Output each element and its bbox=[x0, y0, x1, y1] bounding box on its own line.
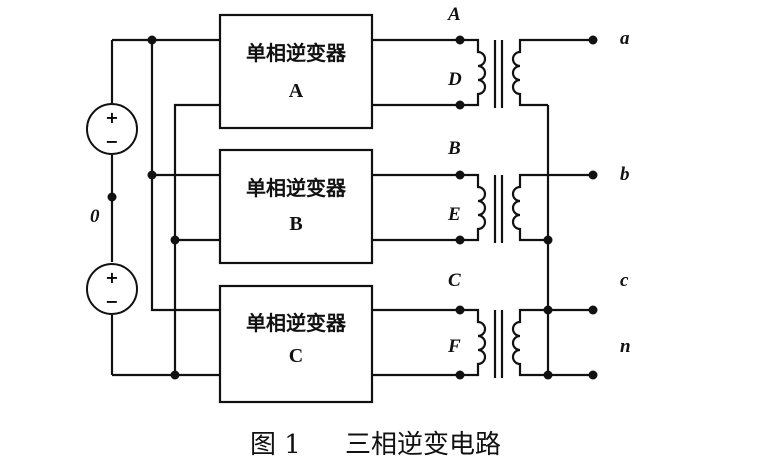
junction-dot bbox=[170, 235, 180, 245]
output-terminal-dot bbox=[588, 305, 598, 315]
terminal-dot bbox=[455, 305, 465, 315]
terminal-label-a-upper: A bbox=[447, 4, 461, 25]
inverter-block-b: 单相逆变器 B bbox=[218, 148, 374, 265]
inverter-block-title: 单相逆变器 bbox=[246, 41, 347, 65]
terminal-dot bbox=[455, 35, 465, 45]
output-label-a: a bbox=[620, 28, 630, 49]
source-plus-sign: + bbox=[105, 108, 118, 127]
terminal-dot bbox=[455, 170, 465, 180]
junction-dot bbox=[543, 235, 553, 245]
output-terminal-dot bbox=[588, 35, 598, 45]
terminal-label-b-upper: B bbox=[447, 138, 461, 159]
terminal-dot bbox=[455, 100, 465, 110]
secondary-winding bbox=[511, 308, 548, 377]
inverter-block-c: 单相逆变器 C bbox=[218, 284, 374, 404]
secondary-winding bbox=[511, 173, 548, 242]
output-terminal-dot bbox=[588, 170, 598, 180]
junction-dot bbox=[543, 370, 553, 380]
inverter-block-id: B bbox=[289, 213, 302, 235]
inverter-block-a: 单相逆变器 A bbox=[218, 13, 374, 130]
figure-title: 三相逆变电路 bbox=[345, 430, 501, 460]
source-minus-sign: − bbox=[105, 292, 118, 311]
figure-number: 图 1 bbox=[250, 430, 301, 460]
junction-dot bbox=[147, 170, 157, 180]
terminal-dot bbox=[455, 235, 465, 245]
junction-dot bbox=[107, 192, 117, 202]
inverter-block-id: A bbox=[289, 80, 304, 102]
output-label-c: c bbox=[620, 270, 629, 291]
primary-winding bbox=[460, 38, 487, 107]
inverter-block-title: 单相逆变器 bbox=[246, 176, 347, 200]
source-minus-sign: − bbox=[105, 132, 118, 151]
primary-leads bbox=[372, 38, 460, 377]
dc-source-upper: + − bbox=[86, 103, 138, 155]
junction-dot bbox=[543, 305, 553, 315]
transformer-2 bbox=[460, 173, 548, 243]
primary-winding bbox=[460, 308, 487, 377]
inverter-block-title: 单相逆变器 bbox=[246, 311, 347, 335]
transformer-3 bbox=[460, 308, 548, 378]
junction-dot bbox=[170, 370, 180, 380]
secondary-wiring bbox=[546, 38, 593, 377]
terminal-label-d: D bbox=[447, 69, 462, 90]
terminal-label-c-upper: C bbox=[448, 270, 461, 291]
neutral-point-label: 0 bbox=[90, 206, 100, 227]
output-label-b: b bbox=[620, 164, 630, 185]
terminal-dot bbox=[455, 370, 465, 380]
primary-winding bbox=[460, 173, 487, 242]
transformer-1 bbox=[460, 38, 548, 108]
output-terminal-dot bbox=[588, 370, 598, 380]
secondary-winding bbox=[511, 38, 548, 107]
figure-caption: 图 1 三相逆变电路 bbox=[250, 430, 501, 460]
dc-source-wiring bbox=[110, 38, 220, 377]
junction-dot bbox=[147, 35, 157, 45]
terminal-label-f: F bbox=[447, 336, 461, 357]
output-label-n: n bbox=[620, 336, 631, 357]
source-plus-sign: + bbox=[105, 268, 118, 287]
inverter-block-id: C bbox=[289, 345, 303, 367]
dc-source-lower: + − bbox=[86, 263, 138, 315]
terminal-label-e: E bbox=[447, 204, 461, 225]
